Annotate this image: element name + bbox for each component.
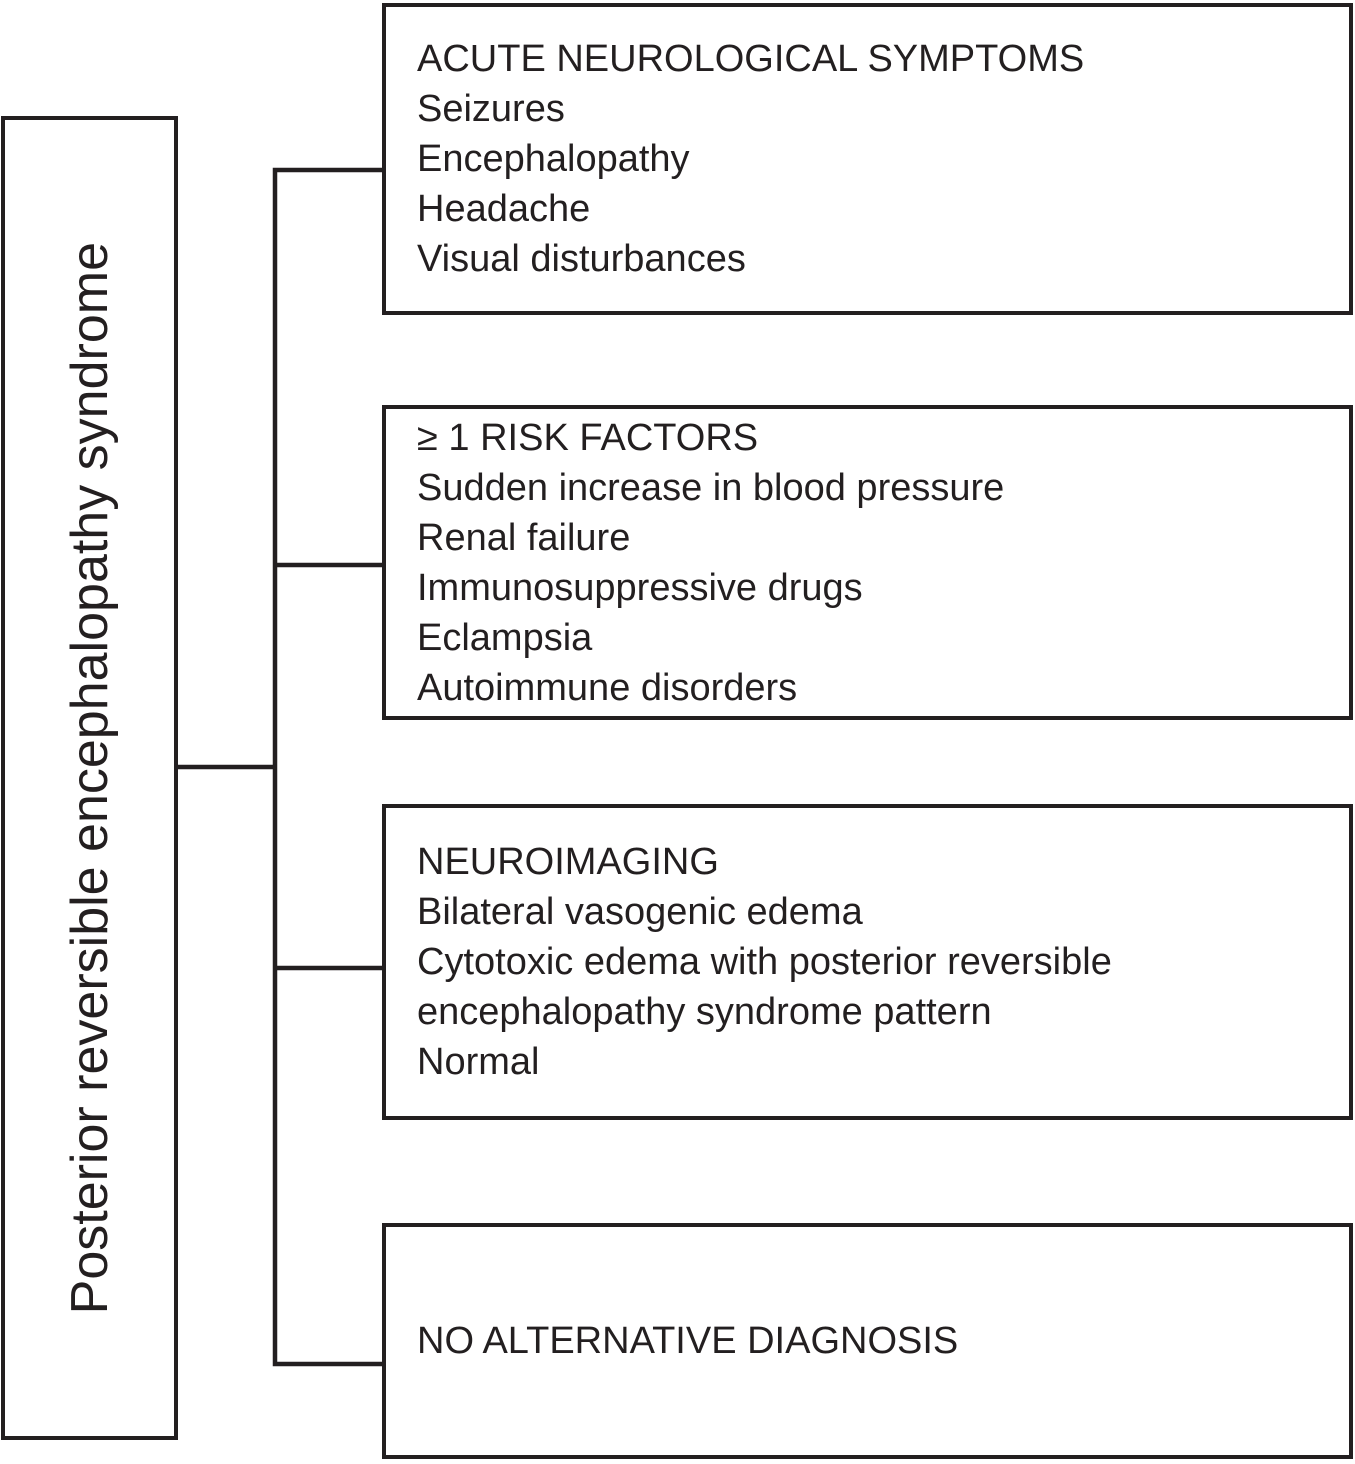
box-item: Seizures — [417, 88, 565, 130]
no-alternative-diagnosis-box: NO ALTERNATIVE DIAGNOSIS — [382, 1223, 1353, 1459]
box-item: Cytotoxic edema with posterior reversibl… — [417, 941, 1112, 1033]
box-item: Normal — [417, 1041, 540, 1083]
box-title: NO ALTERNATIVE DIAGNOSIS — [417, 1320, 959, 1362]
neuroimaging-box: NEUROIMAGING Bilateral vasogenic edema C… — [382, 804, 1353, 1120]
connector-comb-outline — [272, 167, 383, 1367]
box-item: Headache — [417, 188, 591, 230]
root-box: Posterior reversible encephalopathy synd… — [1, 116, 178, 1440]
box-title: ≥ 1 RISK FACTORS — [417, 416, 759, 459]
box-title: ACUTE NEUROLOGICAL SYMPTOMS — [417, 38, 1085, 80]
box-item: Immunosuppressive drugs — [417, 566, 863, 609]
box-item: Bilateral vasogenic edema — [417, 891, 863, 933]
risk-factors-box: ≥ 1 RISK FACTORS Sudden increase in bloo… — [382, 405, 1353, 720]
box-item: Encephalopathy — [417, 138, 690, 180]
box-item: Renal failure — [417, 516, 631, 559]
acute-neurological-symptoms-box: ACUTE NEUROLOGICAL SYMPTOMS Seizures Enc… — [382, 3, 1353, 315]
box-title: NEUROIMAGING — [417, 841, 719, 883]
root-label: Posterior reversible encephalopathy synd… — [60, 241, 119, 1315]
box-item: Autoimmune disorders — [417, 666, 798, 709]
box-item: Eclampsia — [417, 616, 593, 659]
box-item: Sudden increase in blood pressure — [417, 466, 1005, 509]
box-item: Visual disturbances — [417, 238, 746, 280]
